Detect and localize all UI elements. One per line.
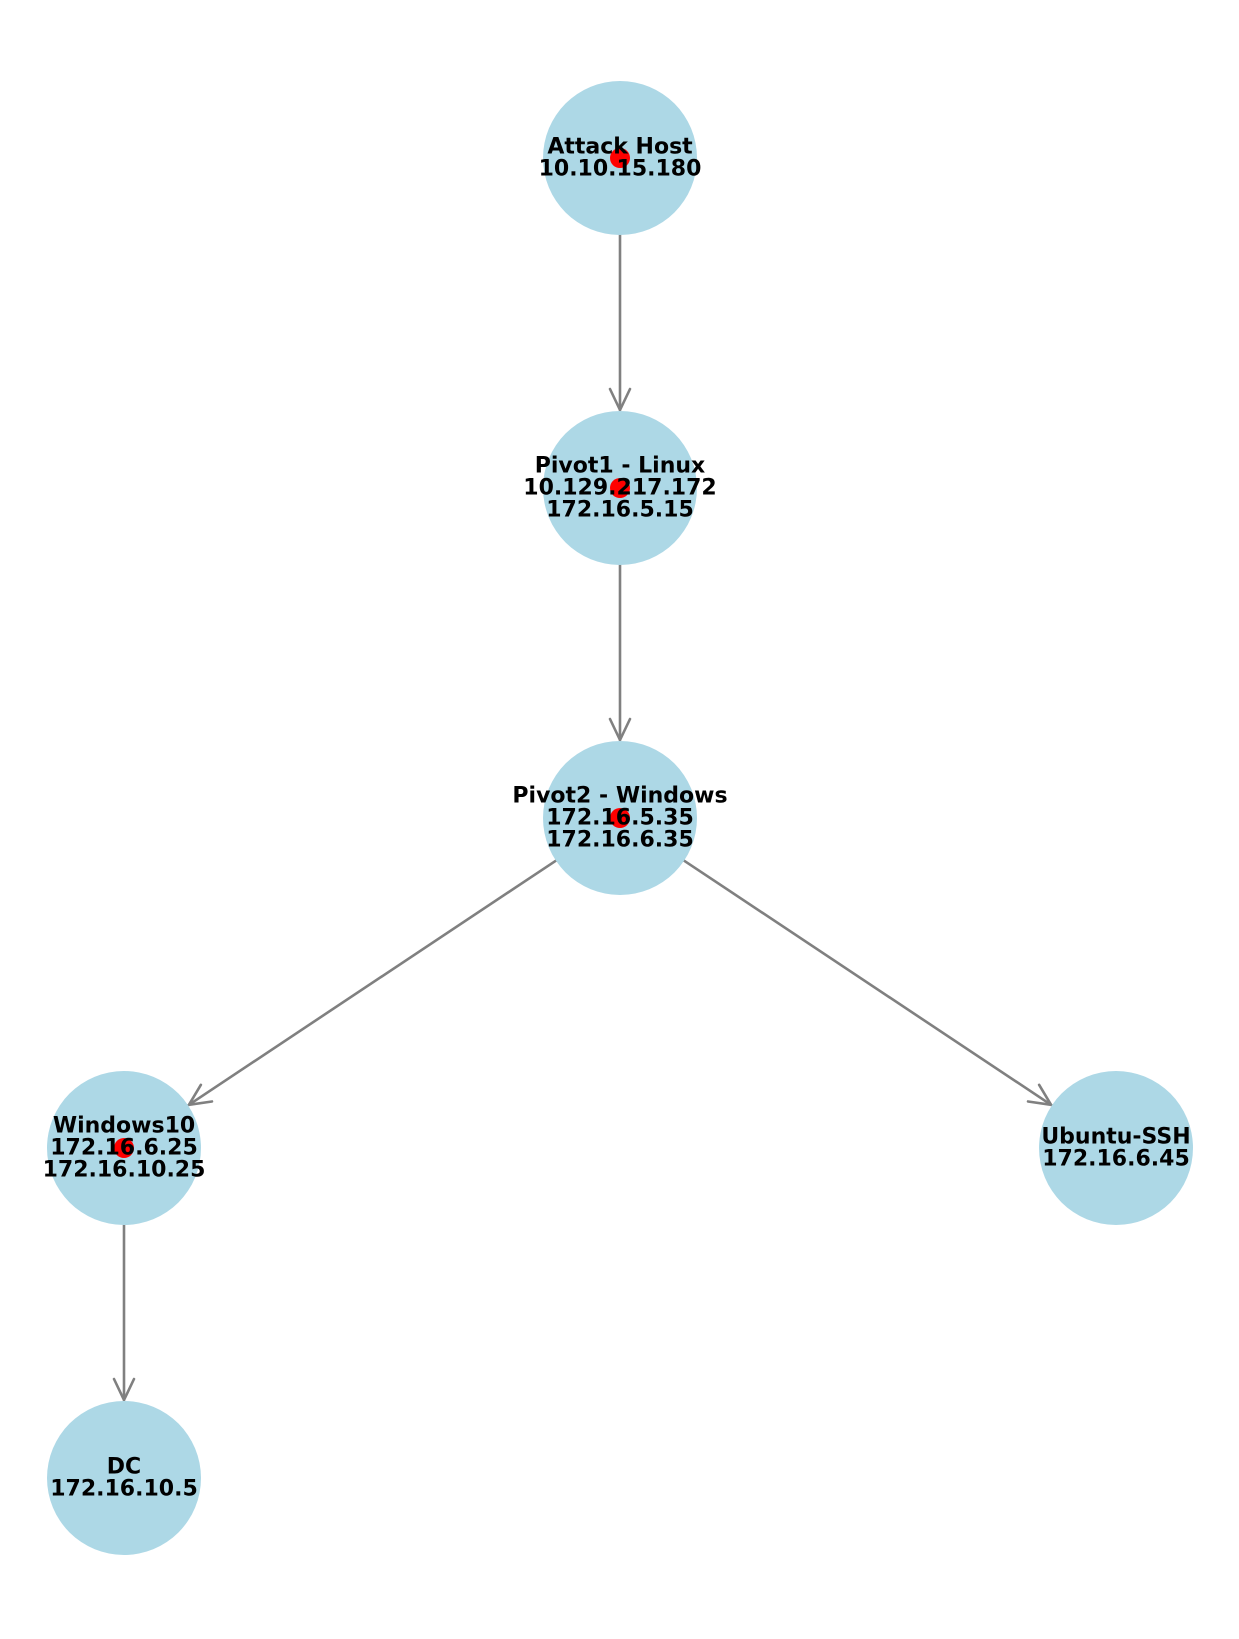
arrowhead	[608, 717, 632, 742]
edge-attack-to-pivot1	[608, 233, 632, 412]
edge-pivot1-to-pivot2	[608, 563, 632, 742]
node-ip-label: 10.10.15.180	[539, 157, 702, 182]
arrowhead	[1026, 1083, 1053, 1107]
node-ip-label: 172.16.5.15	[546, 498, 694, 523]
node-marker-dot	[610, 478, 630, 498]
node-ip-label: 172.16.10.5	[50, 1477, 198, 1502]
node-ip-label: 172.16.6.25	[50, 1136, 198, 1161]
node-name-label: Pivot2 - Windows	[512, 784, 727, 809]
edge-pivot2-to-ubuntu	[682, 859, 1053, 1107]
node-ip-label: 10.129.217.172	[523, 476, 716, 501]
node-name-label: DC	[107, 1455, 141, 1480]
edges-layer	[112, 233, 1053, 1402]
node-name-label: Pivot1 - Linux	[535, 454, 705, 479]
node-name-label: Windows10	[53, 1114, 195, 1139]
node-marker-dot	[610, 808, 630, 828]
node-ip-label: 172.16.5.35	[546, 806, 694, 831]
node-circle	[47, 1401, 201, 1555]
node-name-label: Attack Host	[547, 135, 693, 160]
arrowhead	[608, 387, 632, 412]
arrowhead	[112, 1377, 136, 1402]
node-ip-label: 172.16.10.25	[43, 1158, 206, 1183]
node-marker-dot	[114, 1138, 134, 1158]
edge-win10-to-dc	[112, 1223, 136, 1402]
arrowhead	[187, 1083, 214, 1107]
node-marker-dot	[610, 148, 630, 168]
node-name-label: Ubuntu-SSH	[1041, 1125, 1190, 1150]
node-ip-label: 172.16.6.35	[546, 828, 694, 853]
node-ip-label: 172.16.6.45	[1042, 1147, 1190, 1172]
node-circle	[1039, 1071, 1193, 1225]
edge-pivot2-to-win10	[187, 859, 558, 1107]
